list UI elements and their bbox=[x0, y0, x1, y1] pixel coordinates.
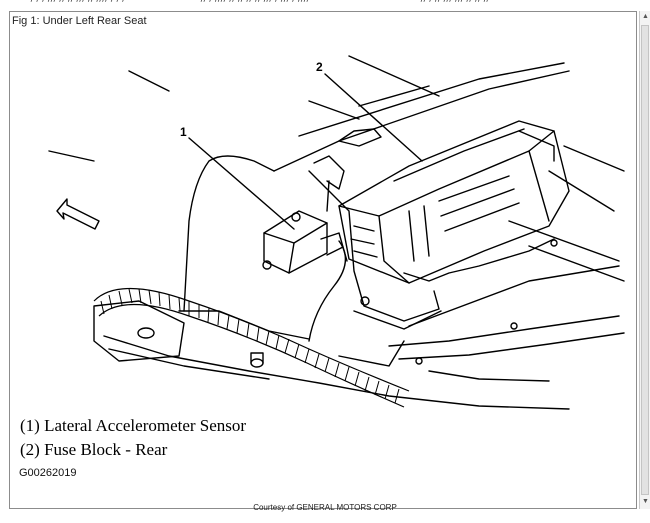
leader-line-2 bbox=[324, 73, 423, 162]
fuse-block-ribs bbox=[438, 175, 520, 232]
truncated-header-text: , , , ,,, ,, ,, ,,, ,, ,,,, , , , ,, , ,… bbox=[0, 0, 650, 9]
scroll-up-arrow-icon[interactable]: ▲ bbox=[642, 13, 649, 20]
seat-slot bbox=[338, 128, 382, 147]
body-contour bbox=[528, 245, 625, 282]
floor-rail bbox=[338, 340, 405, 367]
body-contour bbox=[308, 100, 360, 120]
figure-code: G00262019 bbox=[19, 467, 77, 479]
fuse-block-bolt bbox=[360, 296, 370, 306]
scroll-thumb[interactable] bbox=[641, 25, 649, 495]
fuse-block-ribs bbox=[408, 205, 430, 262]
body-contour bbox=[48, 150, 95, 162]
body-contour bbox=[508, 220, 620, 262]
fuse-block-ribs bbox=[350, 225, 378, 258]
fuse-block-side bbox=[528, 150, 550, 222]
body-contour bbox=[183, 155, 275, 312]
sensor-wire bbox=[342, 246, 348, 262]
fuse-block-top bbox=[378, 215, 410, 284]
body-contour bbox=[548, 170, 615, 212]
body-contour bbox=[518, 130, 555, 162]
courtesy-note: Courtesy of GENERAL MOTORS CORP bbox=[253, 503, 397, 512]
harness-loom-hatching bbox=[100, 288, 400, 404]
leader-line-1 bbox=[188, 137, 295, 230]
body-contour bbox=[358, 85, 430, 107]
accelerometer-sensor-edge bbox=[288, 242, 295, 274]
body-contour bbox=[128, 70, 170, 92]
stud bbox=[250, 352, 264, 364]
floor-bracket bbox=[93, 300, 185, 362]
direction-arrow-icon bbox=[56, 198, 100, 230]
floor-rail bbox=[108, 348, 270, 380]
sensor-bolt bbox=[262, 260, 272, 270]
bracket-hole bbox=[137, 327, 155, 339]
body-contour bbox=[348, 55, 440, 97]
sensor-wire bbox=[308, 240, 347, 342]
callout-2: 2 bbox=[316, 60, 323, 74]
fuse-block-connectors bbox=[403, 238, 555, 282]
body-contour bbox=[273, 70, 570, 172]
fuse-block-top bbox=[393, 128, 525, 182]
figure-frame bbox=[9, 11, 637, 509]
sensor-connector bbox=[320, 232, 344, 256]
figure-caption: Fig 1: Under Left Rear Seat bbox=[12, 15, 147, 27]
fuse-block-bracket bbox=[308, 170, 440, 322]
under-seat-diagram: 1 2 bbox=[48, 55, 625, 410]
fuse-block-bolt bbox=[415, 357, 423, 365]
floor-rail bbox=[408, 265, 620, 327]
stud bbox=[250, 358, 264, 368]
legend-item-1: (1) Lateral Accelerometer Sensor bbox=[20, 416, 247, 435]
fuse-block-bracket bbox=[353, 310, 442, 330]
body-contour bbox=[563, 145, 625, 172]
legend-item-2: (2) Fuse Block - Rear bbox=[20, 440, 168, 459]
accelerometer-sensor-body bbox=[263, 210, 328, 274]
floor-rail bbox=[103, 335, 570, 410]
fuse-block-bracket bbox=[313, 155, 345, 190]
fuse-block-top bbox=[338, 130, 555, 217]
fuse-block-bolt bbox=[510, 322, 518, 330]
fuse-block-outline bbox=[338, 120, 570, 284]
body-contour bbox=[298, 62, 565, 137]
fuse-block-bolt bbox=[550, 239, 558, 247]
accelerometer-sensor-top bbox=[263, 222, 328, 244]
floor-rail bbox=[388, 315, 620, 347]
floor-rail bbox=[398, 332, 625, 360]
floor-rail bbox=[428, 370, 550, 382]
scroll-down-arrow-icon[interactable]: ▼ bbox=[642, 498, 649, 505]
callout-1: 1 bbox=[180, 125, 187, 139]
vertical-scrollbar[interactable]: ▲ ▼ bbox=[639, 11, 650, 509]
sensor-bolt bbox=[291, 212, 301, 222]
sensor-wire bbox=[326, 180, 330, 212]
harness-loom-inner bbox=[98, 303, 405, 408]
